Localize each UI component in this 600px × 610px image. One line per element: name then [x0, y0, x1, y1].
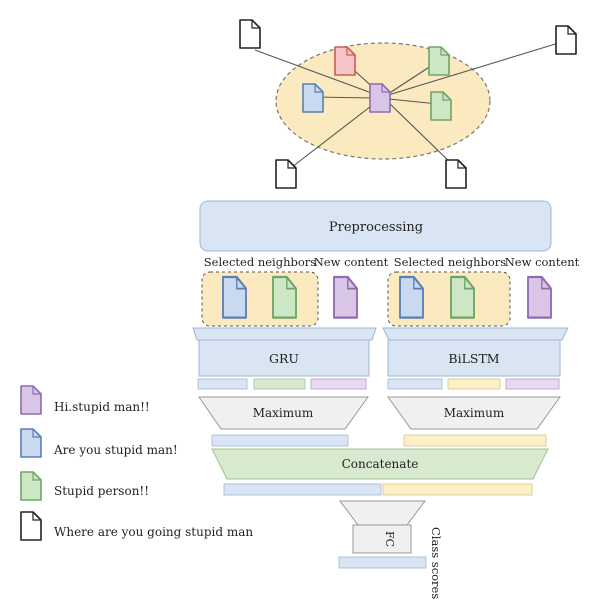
pooled-feature-right: [403, 434, 547, 447]
class-scores-bar: [338, 556, 427, 569]
legend-item: Are you stupid man!: [20, 428, 178, 458]
selected-neighbors-label-left: Selected neighbors: [204, 255, 316, 269]
neighbor-graph: [239, 19, 577, 189]
legend-green-doc-icon: [20, 471, 42, 501]
class-scores-label: Class scores: [429, 527, 443, 599]
legend-label: Stupid person!!: [54, 484, 149, 498]
bilstm-label: BiLSTM: [448, 351, 499, 366]
graph-doc-outer-topright-icon: [555, 25, 577, 55]
graph-doc-green-bottom-icon: [430, 91, 452, 121]
graph-doc-red-icon: [334, 46, 356, 76]
concat-feature-left: [223, 483, 382, 496]
right-new-content-purple-doc-icon: [526, 275, 553, 319]
concatenate-block: Concatenate: [211, 448, 549, 480]
legend-label: Hi.stupid man!!: [54, 400, 150, 414]
pooled-feature-left: [211, 434, 349, 447]
legend-item: Where are you going stupid man: [20, 511, 253, 541]
new-content-label-right: New content: [505, 255, 580, 269]
maximum-pool-left: Maximum: [198, 396, 369, 430]
preprocessing-box: [199, 200, 552, 252]
graph-doc-outer-topleft-icon: [239, 19, 261, 49]
left-new-content-purple-doc-icon: [332, 275, 359, 319]
selected-neighbors-label-right: Selected neighbors: [394, 255, 506, 269]
fc-label: FC: [383, 531, 396, 547]
gru-label: GRU: [269, 351, 299, 366]
legend-label: Are you stupid man!: [53, 443, 178, 457]
legend-item: Stupid person!!: [20, 471, 149, 501]
graph-edges: [254, 41, 563, 168]
graph-doc-outer-bottomleft-icon: [275, 159, 297, 189]
gru-encoder: GRU: [192, 327, 377, 377]
legend-blue-doc-icon: [20, 428, 42, 458]
right-neighbor-green-doc-icon: [449, 275, 476, 319]
bilstm-encoder: BiLSTM: [382, 327, 569, 377]
selected-neighbors-group-left: [201, 271, 319, 327]
concatenate-label: Concatenate: [342, 457, 419, 471]
legend-label: Where are you going stupid man: [54, 525, 253, 539]
graph-doc-blue-icon: [302, 83, 324, 113]
maximum-pool-right: Maximum: [387, 396, 561, 430]
fc-layer: FC: [339, 500, 426, 554]
legend-outline-doc-icon: [20, 511, 42, 541]
left-neighbor-blue-doc-icon: [221, 275, 248, 319]
legend-purple-doc-icon: [20, 385, 42, 415]
graph-doc-purple-center-icon: [369, 83, 391, 113]
concat-feature-right: [382, 483, 533, 496]
encoder-feature-bars: [197, 378, 560, 390]
new-content-label-left: New content: [314, 255, 389, 269]
legend: Hi.stupid man!! Are you stupid man! Stup…: [20, 385, 253, 541]
left-neighbor-green-doc-icon: [271, 275, 298, 319]
right-neighbor-blue-doc-icon: [398, 275, 425, 319]
legend-item: Hi.stupid man!!: [20, 385, 150, 415]
maximum-label-right: Maximum: [444, 406, 505, 420]
graph-doc-outer-bottomright-icon: [445, 159, 467, 189]
graph-doc-green-top-icon: [428, 46, 450, 76]
preprocessing-label: Preprocessing: [329, 220, 423, 235]
maximum-label-left: Maximum: [253, 406, 314, 420]
